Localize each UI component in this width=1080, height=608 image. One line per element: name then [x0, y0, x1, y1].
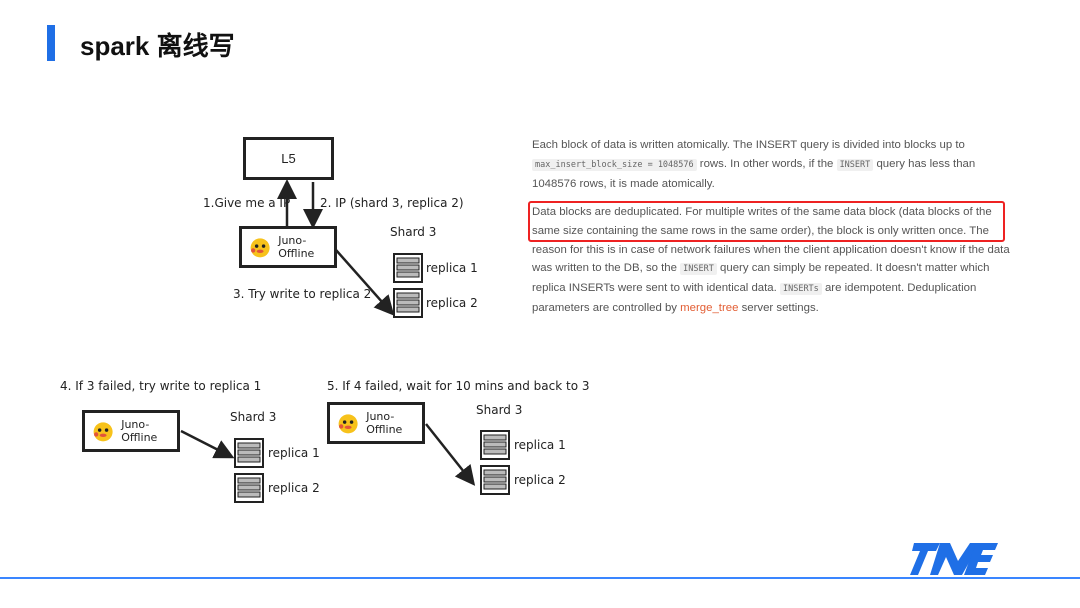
- server-icon: [234, 438, 264, 468]
- lb-label: L5: [281, 151, 296, 166]
- doc-p2-line6a: parameters are controlled by: [532, 301, 681, 314]
- doc-code-max-insert: max_insert_block_size = 1048576: [532, 158, 697, 171]
- replica1-label-step5: replica 1: [514, 438, 566, 452]
- doc-p1-text-c: query has less than: [873, 157, 976, 170]
- replica2-label-top: replica 2: [426, 296, 478, 310]
- doc-paragraph-2: Data blocks are deduplicated. For multip…: [532, 203, 1032, 318]
- doc-p1-text-b: rows. In other words, if the: [696, 157, 837, 170]
- doc-p1-text-a: Each block of data is written atomically…: [532, 139, 965, 151]
- replica1-label-step4: replica 1: [268, 446, 320, 460]
- client-box-top: Juno-Offline: [239, 226, 337, 268]
- arrow-step4: [180, 429, 235, 459]
- duck-avatar-icon: [338, 414, 358, 434]
- step5-heading: 5. If 4 failed, wait for 10 mins and bac…: [327, 379, 590, 393]
- doc-code-insert: INSERT: [836, 158, 874, 171]
- title-accent-bar: [47, 25, 55, 61]
- server-icon: [234, 473, 264, 503]
- arrow-try-write: [335, 249, 395, 316]
- slide-title: spark 离线写: [80, 31, 235, 61]
- doc-p2-line4b: query can simply be repeated. It doesn't…: [716, 262, 990, 275]
- shard-label-step4: Shard 3: [230, 410, 277, 424]
- doc-p2-line1: Data blocks are deduplicated. For multip…: [532, 206, 992, 218]
- merge-tree-link[interactable]: merge_tree: [680, 301, 739, 314]
- duck-avatar-icon: [93, 422, 113, 442]
- client-label: Juno-Offline: [121, 418, 158, 444]
- doc-p2-line4a: was written to the DB, so the: [532, 262, 681, 275]
- duck-avatar-icon: [250, 238, 270, 258]
- replica1-label-top: replica 1: [426, 261, 478, 275]
- server-icon: [393, 288, 423, 318]
- load-balancer-box: L5: [243, 137, 334, 180]
- doc-code-insert-2: INSERT: [680, 263, 717, 276]
- client-box-step5: Juno-Offline: [327, 402, 425, 444]
- server-icon: [480, 465, 510, 495]
- doc-p2-line6b: server settings.: [738, 301, 819, 314]
- doc-p2-line5b: are idempotent. Deduplication: [821, 282, 977, 295]
- client-label: Juno-Offline: [278, 234, 315, 260]
- highlight-box: [528, 201, 1005, 242]
- arrow1-label: 1.Give me a IP: [203, 196, 291, 210]
- shard-label-top: Shard 3: [390, 225, 437, 239]
- arrow-step5: [425, 423, 476, 486]
- shard-label-step5: Shard 3: [476, 403, 523, 417]
- replica2-label-step5: replica 2: [514, 473, 566, 487]
- arrow3-label: 3. Try write to replica 2: [233, 287, 372, 301]
- step4-heading: 4. If 3 failed, try write to replica 1: [60, 379, 262, 393]
- server-icon: [480, 430, 510, 460]
- footer-rule: [0, 577, 1080, 579]
- doc-p2-line3: reason for this is in case of network fa…: [532, 243, 1010, 256]
- client-label: Juno-Offline: [366, 410, 403, 436]
- doc-p1-text-d: 1048576 rows, it is made atomically.: [532, 177, 715, 190]
- doc-p2-line5a: replica INSERTs were sent to with identi…: [532, 282, 780, 295]
- client-box-step4: Juno-Offline: [82, 410, 180, 452]
- doc-code-inserts: INSERTs: [779, 283, 822, 296]
- doc-paragraph-1: Each block of data is written atomically…: [532, 136, 1032, 193]
- server-icon: [393, 253, 423, 283]
- replica2-label-step4: replica 2: [268, 481, 320, 495]
- arrow2-label: 2. IP (shard 3, replica 2): [320, 196, 464, 210]
- doc-p2-line2: same size containing the same rows in th…: [532, 224, 989, 237]
- tme-logo-icon: [910, 543, 998, 575]
